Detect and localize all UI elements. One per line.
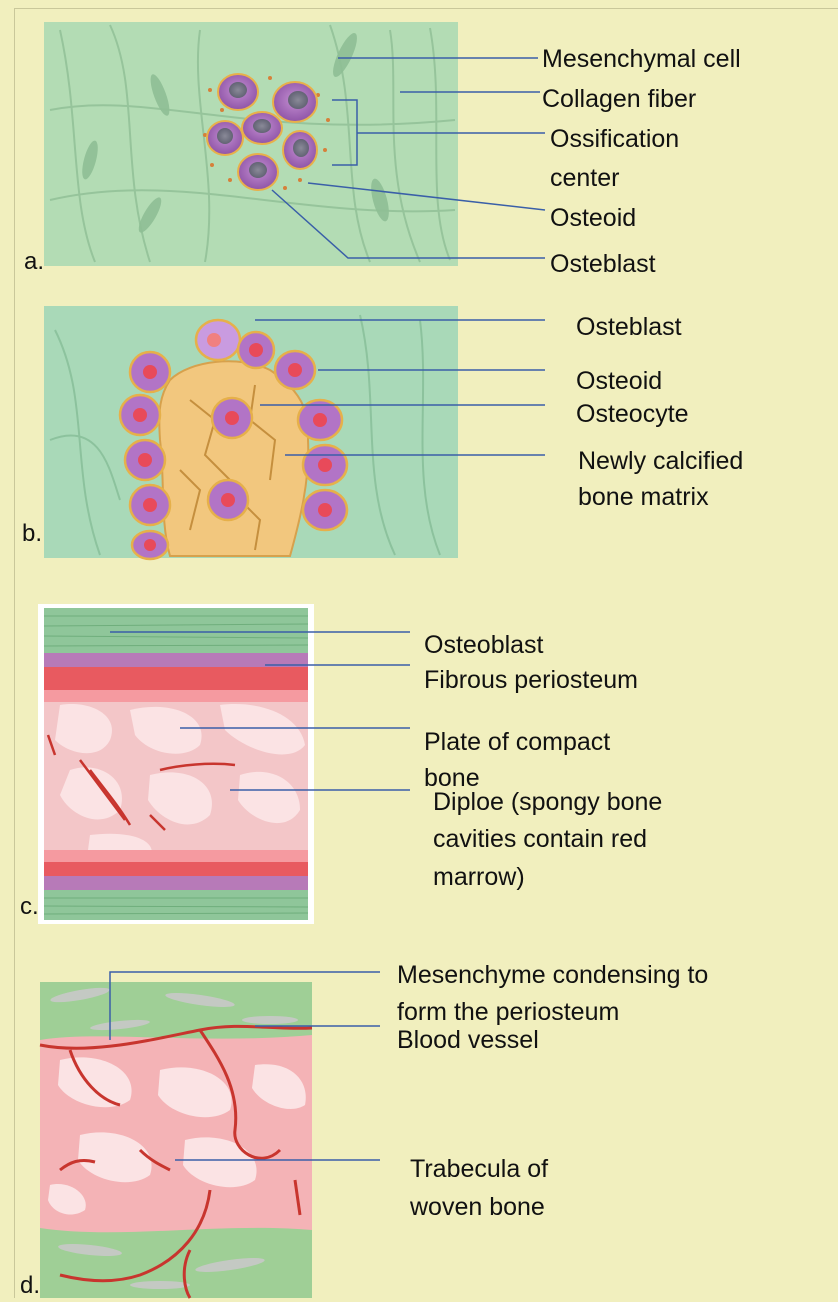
label-osteblast-b: Osteblast [576,308,682,346]
panel-c-periosteum-bottom [44,890,308,920]
label-diploe-line1: Diploe (spongy bone [433,783,662,821]
panel-c-compact-plate-bottom [44,862,308,878]
panel-a-letter: a. [24,248,44,276]
label-osteblast-a: Osteblast [550,245,656,283]
panel-d-letter: d. [20,1272,40,1300]
label-osteoid-a: Osteoid [550,199,636,237]
panel-c-osteoblast-layer-bottom [44,876,308,890]
label-ossification-center-line1: Ossification [550,120,679,158]
label-mesenchyme-line1: Mesenchyme condensing to [397,956,708,994]
label-fibrous-periosteum: Fibrous periosteum [424,661,638,699]
panel-b-bone-matrix [159,361,308,556]
label-trabecula-line2: woven bone [410,1188,545,1226]
panel-c-compact-inner-top [44,690,308,702]
label-ossification-center-line2: center [550,159,619,197]
panel-d-illustration [40,972,380,1298]
panel-b-letter: b. [22,520,42,548]
panel-a-illustration [44,22,545,266]
label-diploe-line2: cavities contain red [433,820,647,858]
label-mesenchymal-cell: Mesenchymal cell [542,40,741,78]
label-trabecula-line1: Trabecula of [410,1150,548,1188]
label-matrix-line2: bone matrix [578,478,709,516]
panel-c-illustration [38,604,410,924]
label-osteocyte: Osteocyte [576,395,689,433]
label-collagen-fiber: Collagen fiber [542,80,696,118]
label-osteoblast-c: Osteoblast [424,626,544,664]
panel-c-letter: c. [20,893,39,921]
label-blood-vessel: Blood vessel [397,1021,539,1059]
label-compact-line1: Plate of compact [424,723,610,761]
label-matrix-line1: Newly calcified [578,442,743,480]
panel-b-illustration [44,306,545,559]
label-diploe-line3: marrow) [433,858,525,896]
